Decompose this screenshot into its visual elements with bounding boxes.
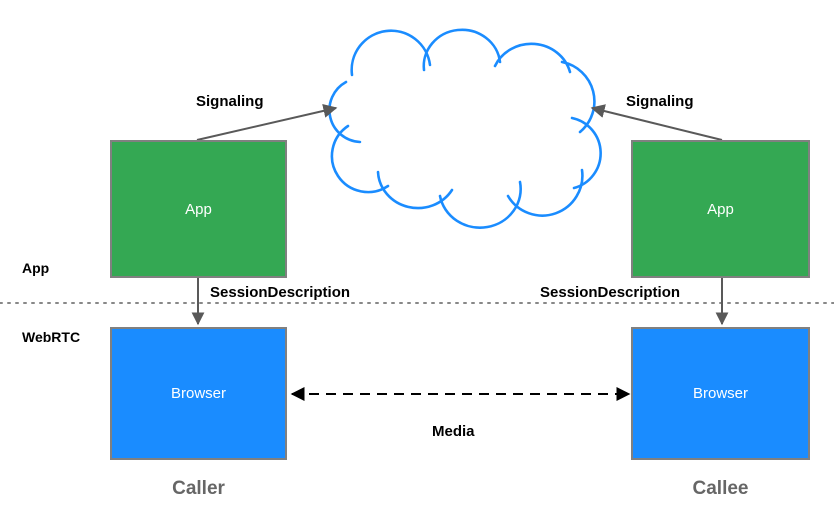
layer-label-webrtc: WebRTC <box>22 329 81 345</box>
edge-label-media: Media <box>432 423 475 440</box>
node-callee-browser[interactable]: Browser <box>631 327 810 460</box>
edge-label-caller-signaling: Signaling <box>196 93 264 110</box>
node-caller-browser-label: Browser <box>170 385 226 402</box>
edge-label-caller-sessiondescription: SessionDescription <box>210 284 351 301</box>
node-callee-app-label: App <box>707 200 734 218</box>
layer-label-app: App <box>22 260 50 276</box>
caller-signaling-arrow <box>196 104 338 141</box>
node-callee-app[interactable]: App <box>631 140 810 278</box>
node-caller-app-label: App <box>185 200 212 218</box>
callee-signaling-arrow <box>590 104 723 141</box>
edge-label-callee-signaling: Signaling <box>626 93 694 110</box>
signaling-cloud-icon <box>328 28 602 229</box>
edge-label-callee-sessiondescription: SessionDescription <box>540 284 681 301</box>
node-callee-browser-label: Browser <box>692 385 748 402</box>
node-caller-browser[interactable]: Browser <box>110 327 287 460</box>
node-caller-app[interactable]: App <box>110 140 287 278</box>
role-label-caller: Caller <box>172 478 225 499</box>
role-label-callee: Callee <box>692 478 749 499</box>
